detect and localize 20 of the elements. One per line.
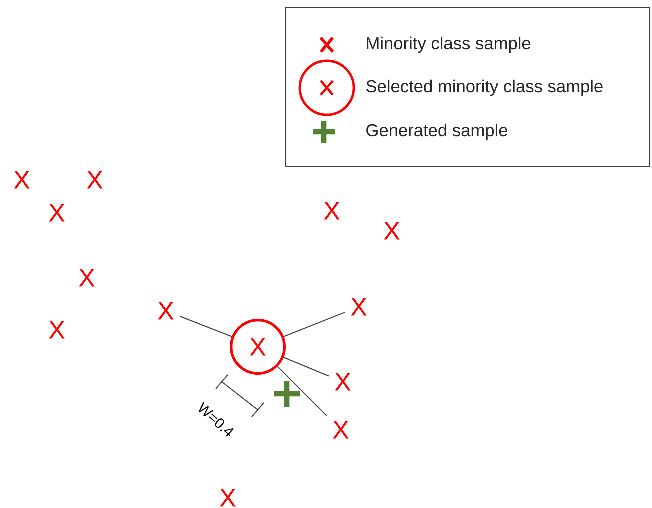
legend-text: Minority class sample — [367, 36, 531, 54]
sample-marker: X — [14, 171, 30, 189]
sample-marker: X — [335, 373, 351, 391]
connector-line — [284, 357, 330, 377]
sample-marker: X — [220, 489, 236, 507]
connector-line — [180, 316, 232, 338]
sample-marker: X — [87, 171, 103, 189]
sample-marker: X — [324, 202, 340, 220]
legend-text: Selected minority class sample — [366, 80, 603, 96]
connector-line — [277, 366, 328, 416]
sample-marker: X — [49, 321, 65, 339]
connector-line — [284, 312, 346, 338]
sample-marker: X — [79, 269, 95, 287]
sample-marker: X — [49, 204, 65, 222]
sample-marker: X — [333, 421, 349, 439]
sample-marker: X — [384, 222, 400, 240]
sample-marker: X — [158, 302, 174, 320]
plus-marker — [274, 381, 300, 407]
legend-text: Generated sample — [366, 124, 508, 140]
sample-marker: X — [351, 298, 367, 316]
